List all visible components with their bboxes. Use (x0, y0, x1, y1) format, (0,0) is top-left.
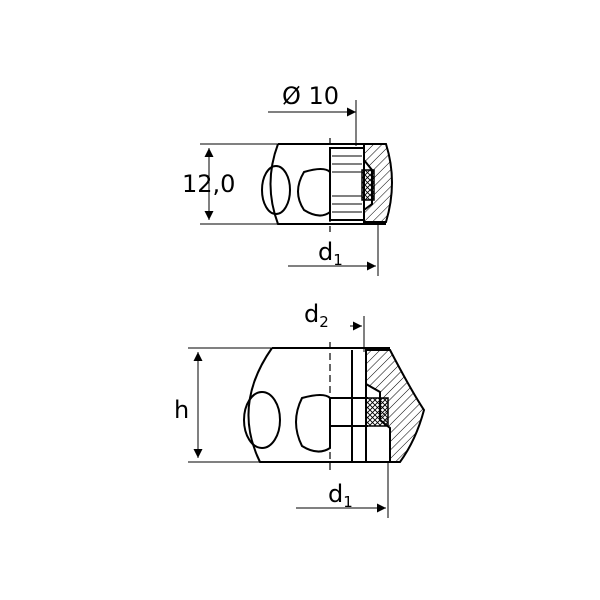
h-label: h (174, 396, 190, 424)
d1-top-sub: 1 (333, 251, 343, 269)
d1-label-bottom: d1 (328, 482, 353, 510)
d1-dimension-bottom (296, 462, 389, 518)
d1-top-base: d (318, 238, 334, 266)
d1-label-top: d1 (318, 240, 343, 268)
bottom-nut-body (243, 342, 426, 470)
height-label-top: 12,0 (182, 170, 236, 198)
thread-lines-top (332, 155, 362, 213)
d2-base: d (304, 300, 320, 328)
d2-dimension (350, 316, 365, 352)
d2-label: d2 (304, 302, 329, 330)
d2-sub: 2 (319, 313, 329, 331)
diameter-label-top: Ø 10 (282, 82, 340, 110)
d1-bottom-base: d (328, 480, 344, 508)
top-nut-view (200, 100, 393, 276)
d1-dimension-top (288, 224, 379, 276)
top-nut-body (261, 138, 393, 232)
height-dimension-bottom (188, 347, 360, 463)
d1-bottom-sub: 1 (343, 493, 353, 511)
diameter-dimension-top (268, 100, 357, 146)
bottom-nut-view (188, 316, 426, 518)
